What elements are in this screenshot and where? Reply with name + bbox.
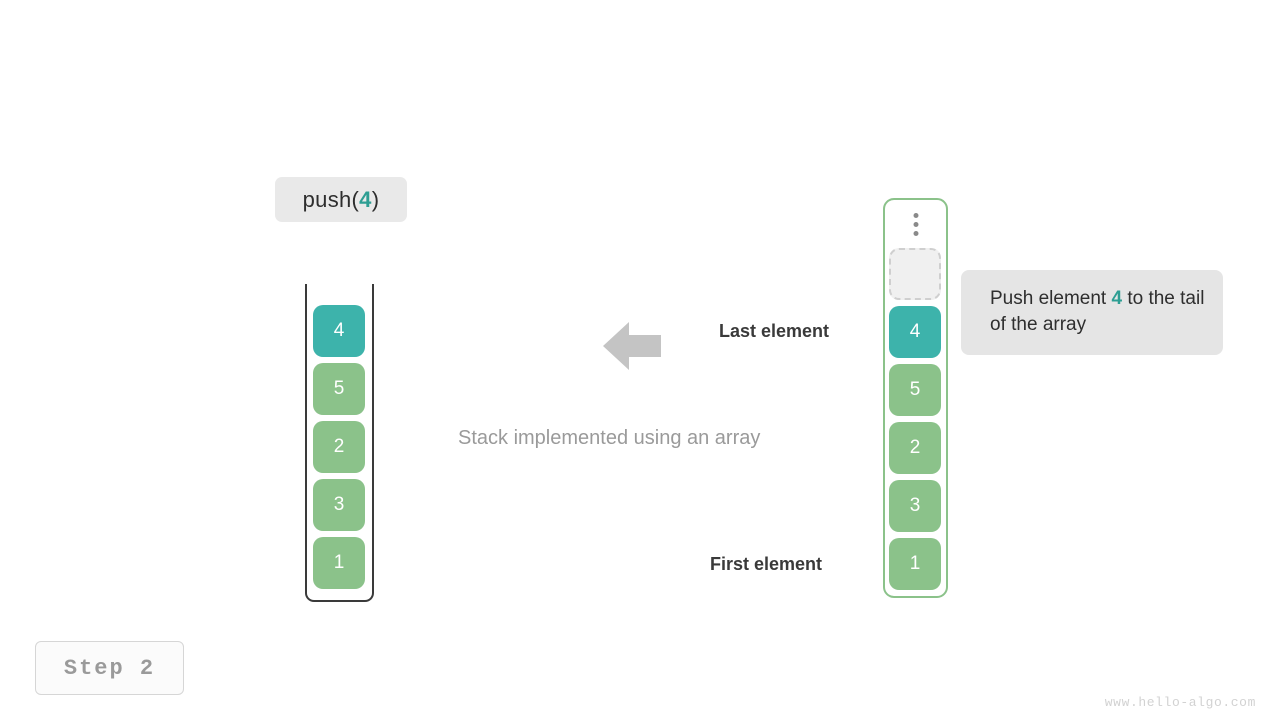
step-badge: Step 2	[35, 641, 184, 695]
watermark: www.hello-algo.com	[1104, 695, 1256, 710]
stack-cell: 3	[313, 479, 365, 531]
array-cell-empty	[889, 248, 941, 300]
ellipsis-dot	[913, 231, 918, 236]
stack-diagram: 4 5 2 3 1	[305, 284, 374, 602]
first-element-label: First element	[710, 554, 823, 574]
array-diagram: 4 5 2 3 1	[883, 198, 948, 598]
array-cell: 5	[889, 364, 941, 416]
operation-label-prefix: push(	[302, 186, 360, 212]
tooltip-value: 4	[1111, 288, 1123, 309]
ellipsis-dot	[913, 213, 918, 218]
stack-cell: 5	[313, 363, 365, 415]
array-cell: 4	[889, 306, 941, 358]
array-cell: 1	[889, 538, 941, 590]
left-arrow-icon	[603, 322, 661, 370]
vertical-ellipsis-icon	[913, 213, 918, 236]
stack-cell: 1	[313, 537, 365, 589]
stack-frame	[305, 284, 374, 602]
array-cell: 3	[889, 480, 941, 532]
stack-cell-list: 4 5 2 3 1	[313, 305, 365, 589]
operation-label-value: 4	[359, 186, 372, 212]
ellipsis-dot	[913, 222, 918, 227]
tooltip-text-before: Push element	[990, 288, 1112, 309]
operation-label-suffix: )	[371, 186, 380, 212]
operation-label: push(4)	[275, 177, 407, 222]
last-element-label: Last element	[719, 321, 830, 341]
tooltip-text-after: to the tail of the array	[990, 288, 1205, 335]
diagram-caption: Stack implemented using an array	[458, 427, 761, 449]
tooltip: Push element 4 to the tail of the array	[961, 270, 1223, 355]
stack-cell: 2	[313, 421, 365, 473]
array-cell: 2	[889, 422, 941, 474]
stack-cell: 4	[313, 305, 365, 357]
array-cell-list: 4 5 2 3 1	[889, 248, 941, 590]
